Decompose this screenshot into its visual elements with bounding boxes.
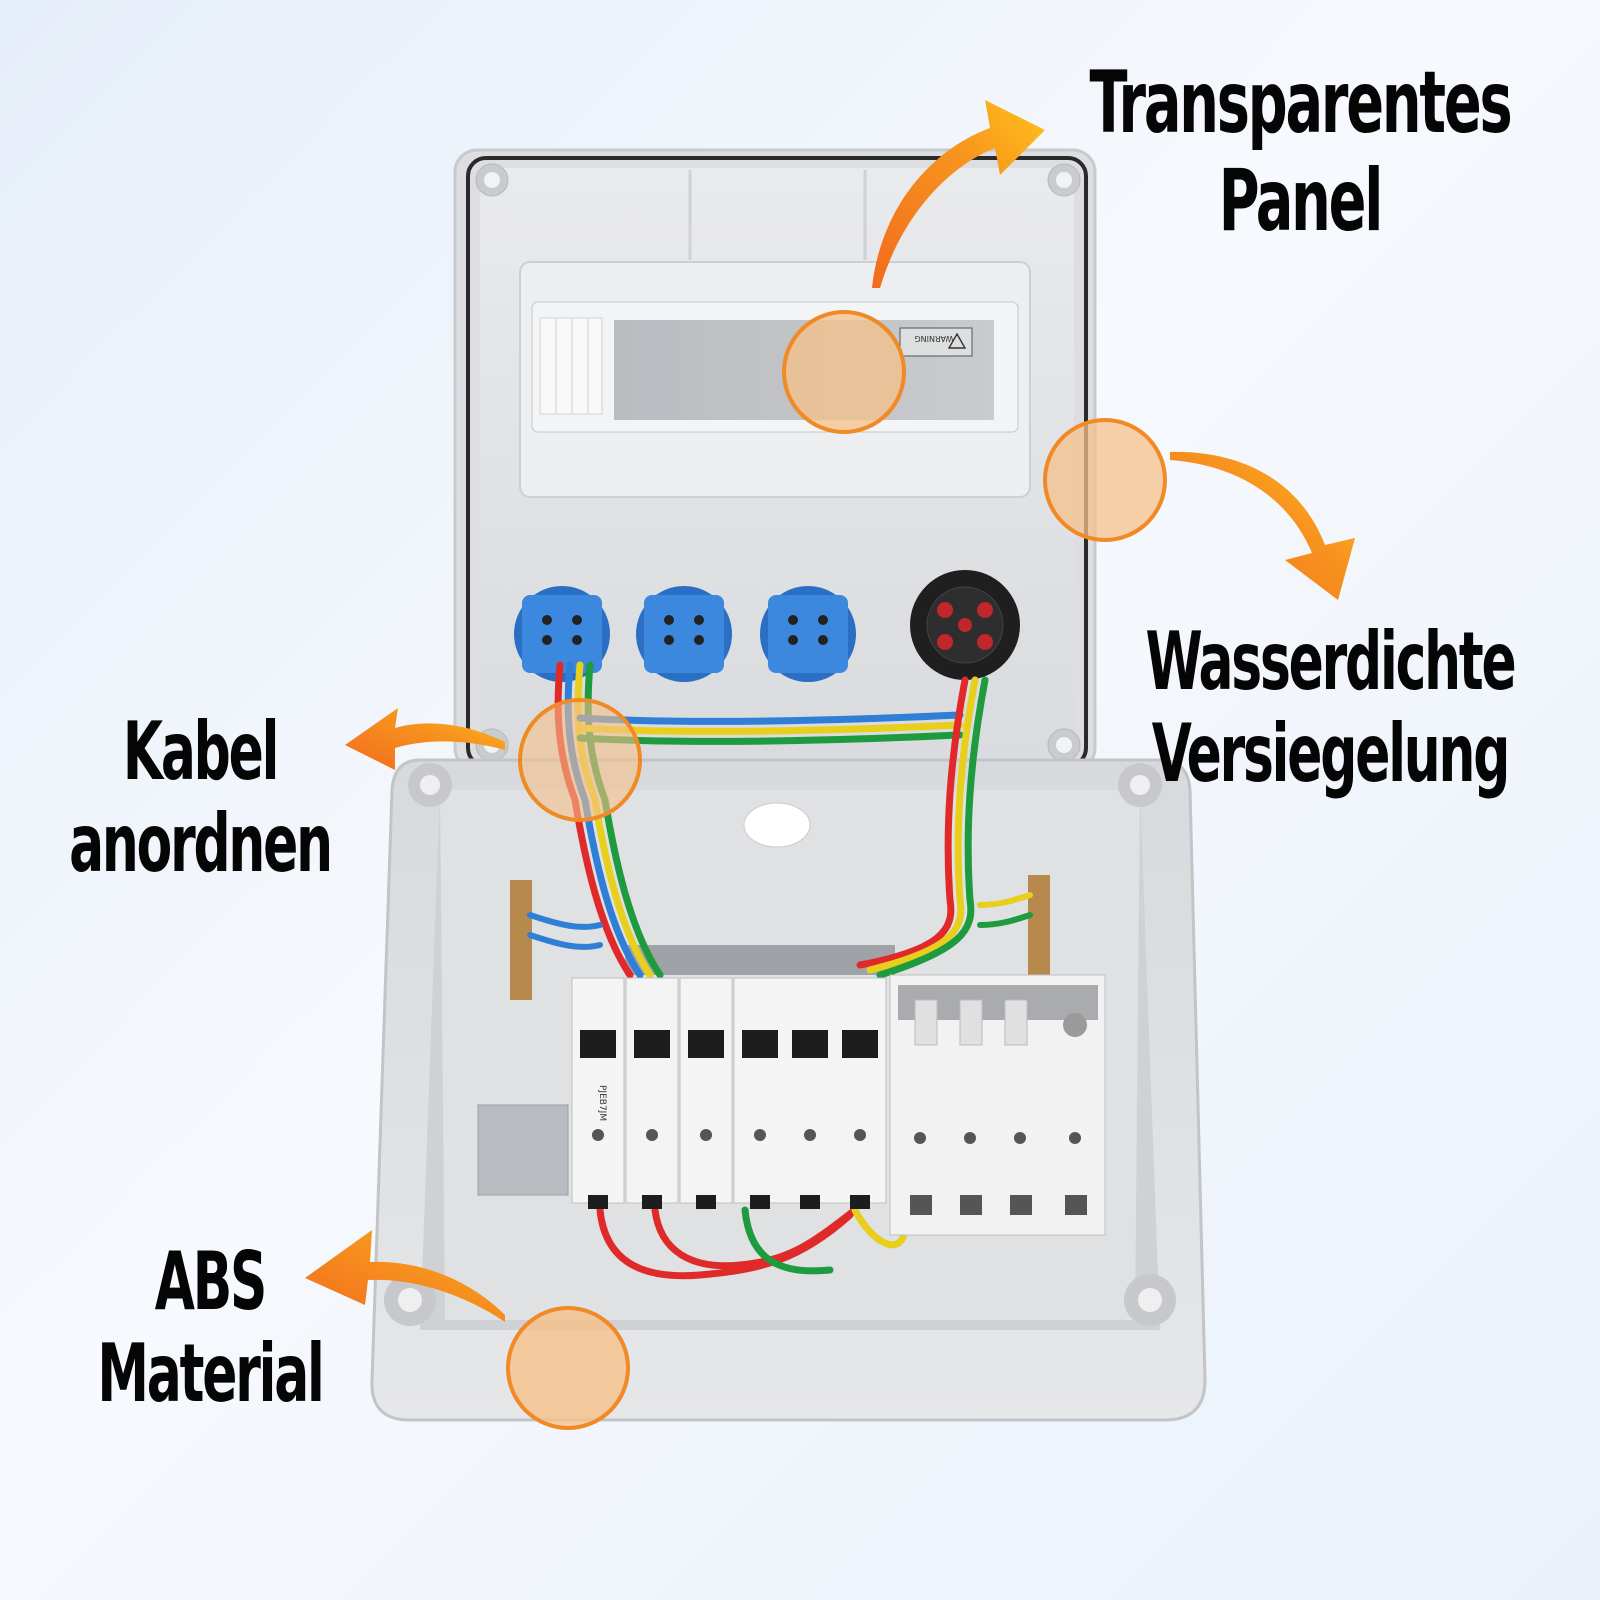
highlight-cable (518, 698, 642, 822)
breaker-2 (625, 977, 679, 1209)
din-rail (477, 945, 895, 1196)
callout-arrows (305, 100, 1355, 1322)
callout-seal-line2: Versiegelung (1151, 707, 1511, 800)
callout-waterproof-seal: Wasserdichte Versiegelung (1060, 622, 1600, 794)
callout-panel-line2: Panel (1218, 151, 1384, 251)
breaker-4 (733, 977, 887, 1209)
warning-label: WARNING (914, 334, 953, 343)
breaker-row: PJEB7JM (571, 974, 1106, 1236)
highlight-seal (1043, 418, 1167, 542)
callout-abs-material: ABS Material (0, 1242, 420, 1414)
socket-row (514, 570, 1020, 682)
socket-blue-1 (514, 586, 610, 682)
callout-cable-line2: anordnen (69, 797, 333, 890)
breaker-1 (571, 977, 625, 1209)
breaker-3 (679, 977, 733, 1209)
highlight-abs (506, 1306, 630, 1430)
transparent-panel: WARNING (519, 261, 1031, 498)
arrow-cable-icon (345, 708, 505, 770)
socket-cee-black (910, 570, 1020, 680)
callout-cable-line1: Kabel (122, 705, 279, 798)
callout-abs-line2: Material (97, 1327, 324, 1420)
callout-seal-line1: Wasserdichte (1145, 615, 1517, 708)
socket-blue-3 (760, 586, 856, 682)
arrow-seal-icon (1170, 451, 1355, 600)
callout-cable-arrangement: Kabel anordnen (0, 712, 400, 884)
rcd-switch (889, 974, 1106, 1236)
highlight-panel (782, 310, 906, 434)
terminal-bar-right (1028, 875, 1050, 975)
terminal-bar-left (510, 880, 532, 1000)
callout-transparent-panel: Transparentes Panel (1000, 60, 1600, 244)
socket-blue-2 (636, 586, 732, 682)
callout-panel-line1: Transparentes (1089, 53, 1512, 153)
arrow-abs-icon (305, 1230, 505, 1322)
highlight-markers (506, 310, 1167, 1430)
breaker-brand-label: PJEB7JM (597, 1085, 607, 1121)
callout-abs-line1: ABS (154, 1235, 268, 1328)
arrow-panel-icon (872, 100, 1045, 288)
